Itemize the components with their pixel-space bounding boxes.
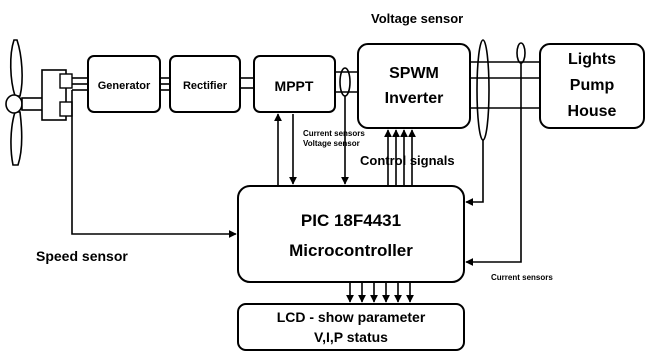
- wind-turbine-icon: [5, 39, 73, 166]
- rectifier-block: Rectifier: [169, 55, 241, 113]
- microcontroller-label-line1: PIC 18F4431: [301, 211, 401, 230]
- loads-label-house: House: [568, 103, 617, 120]
- voltage-sensor-small-label: Voltage sensor: [303, 139, 360, 148]
- inverter-label-line1: SPWM: [389, 65, 439, 82]
- power-wires: [72, 61, 540, 109]
- microcontroller-label-line2: Microcontroller: [289, 241, 413, 260]
- current-transducer-icon: [476, 39, 490, 141]
- control-signals-label: Control signals: [360, 153, 455, 168]
- lcd-label-line2: V,I,P status: [314, 329, 388, 345]
- mppt-label: MPPT: [275, 78, 314, 94]
- lcd-block: LCD - show parameter V,I,P status: [237, 303, 465, 351]
- current-sensors-label: Current sensors: [303, 129, 365, 138]
- spwm-inverter-block: SPWM Inverter: [357, 43, 471, 129]
- current-sensors-right-label: Current sensors: [491, 273, 553, 282]
- signal-wires: [71, 63, 522, 303]
- voltage-sensor-label: Voltage sensor: [371, 11, 463, 26]
- rectifier-label: Rectifier: [183, 80, 228, 92]
- voltage-sensor-probe-icon: [516, 42, 526, 64]
- speed-sensor-label: Speed sensor: [36, 248, 128, 264]
- inverter-label-line2: Inverter: [385, 90, 444, 107]
- generator-block: Generator: [87, 55, 161, 113]
- loads-label-pump: Pump: [570, 77, 615, 94]
- generator-label: Generator: [98, 80, 151, 92]
- loads-label-lights: Lights: [568, 51, 616, 68]
- loads-block: Lights Pump House: [539, 43, 645, 129]
- microcontroller-block: PIC 18F4431 Microcontroller: [237, 185, 465, 283]
- lcd-label-line1: LCD - show parameter: [277, 309, 426, 325]
- mppt-block: MPPT: [253, 55, 336, 113]
